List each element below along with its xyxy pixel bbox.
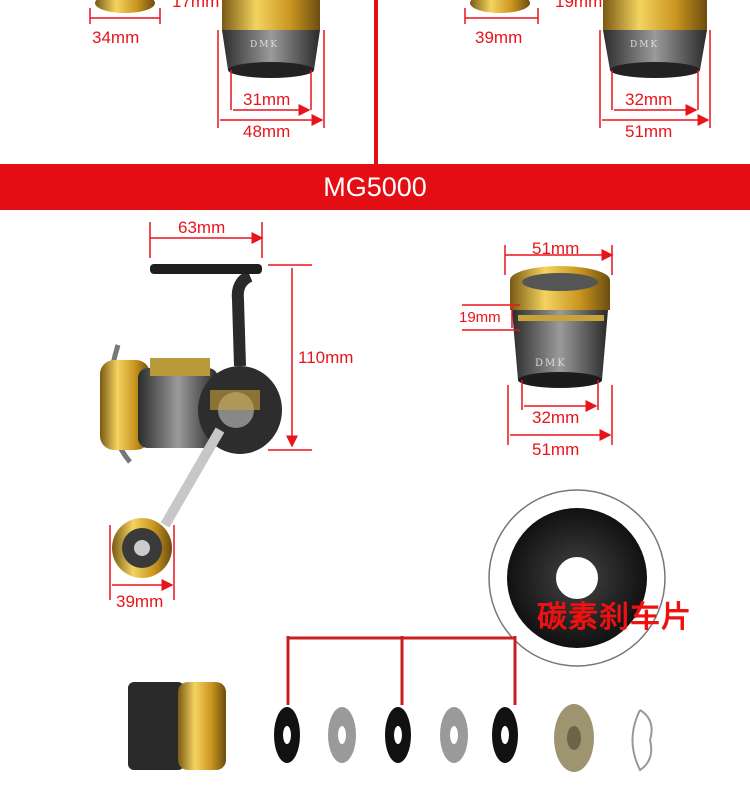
spool-top-dimension: 51mm — [532, 239, 580, 258]
top-right-brand: DMK — [630, 40, 660, 50]
carbon-brake-washer-callout — [488, 489, 666, 667]
top-left-dimension-lines — [89, 8, 325, 128]
top-right-inner-dimension: 32mm — [625, 90, 673, 109]
top-left-partial-dimension: 17mm — [172, 0, 220, 11]
spool-outer-dimension: 51mm — [532, 440, 580, 459]
spool-dimension-lines — [462, 245, 614, 445]
spool-inner-dimension: 32mm — [532, 408, 580, 427]
top-left-inner-dimension: 31mm — [243, 90, 291, 109]
top-left-outer-dimension: 48mm — [243, 122, 291, 141]
spool-brand: DMK — [535, 358, 567, 369]
top-right-outer-dimension: 51mm — [625, 122, 673, 141]
vertical-divider — [374, 0, 378, 164]
reel-height-dimension: 110mm — [298, 348, 354, 367]
model-banner: MG5000 — [0, 164, 750, 210]
fishing-reel-image — [100, 264, 282, 578]
top-left-brand: DMK — [250, 40, 280, 50]
carbon-brake-label: 碳素刹车片 — [537, 600, 692, 635]
parts-bracket — [286, 636, 517, 705]
reel-width-dimension: 63mm — [178, 218, 226, 237]
top-left-spool — [95, 0, 320, 78]
top-left-bottom-dimension: 34mm — [92, 28, 140, 47]
top-right-spool — [470, 0, 707, 78]
reel-dimension-lines — [109, 222, 312, 600]
parts-row — [128, 682, 653, 772]
top-right-partial-dimension: 19mm — [555, 0, 603, 11]
top-right-dimension-lines — [464, 8, 711, 128]
spool-height-dimension: 19mm — [459, 309, 501, 326]
top-right-bottom-dimension: 39mm — [475, 28, 523, 47]
reel-knob-dimension: 39mm — [116, 592, 164, 611]
spare-spool-image — [510, 266, 610, 388]
